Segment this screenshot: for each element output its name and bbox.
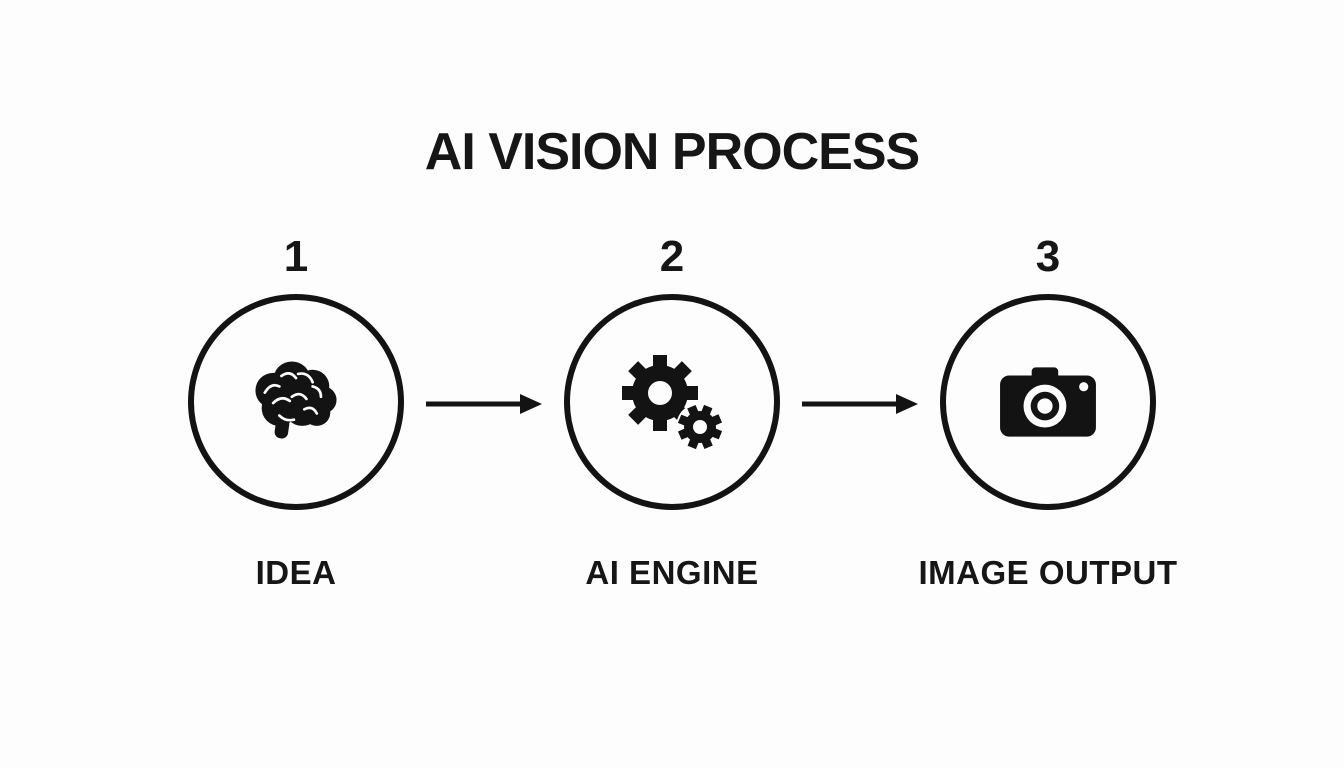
step-label: IMAGE OUTPUT: [918, 554, 1178, 591]
step-image-output: 3 IMAGE OUTPUT: [918, 228, 1178, 592]
gears-icon: [622, 355, 724, 451]
step-idea: 1: [166, 228, 426, 592]
step-number: 2: [659, 232, 685, 281]
step-circle: [564, 294, 780, 510]
step-circle: [940, 294, 1156, 510]
step-number: 3: [1035, 232, 1061, 281]
camera-icon: [1000, 367, 1096, 437]
arrow-right-icon: [426, 392, 542, 416]
step-number: 1: [283, 232, 309, 281]
process-flow: 1: [0, 228, 1344, 592]
step-label: IDEA: [255, 554, 337, 591]
brain-icon: [255, 361, 337, 439]
step-label: AI ENGINE: [585, 554, 759, 591]
step-circle: [188, 294, 404, 510]
step-ai-engine: 2: [542, 228, 802, 592]
page-title: AI VISION PROCESS: [424, 123, 920, 181]
arrow-right-icon: [802, 392, 918, 416]
